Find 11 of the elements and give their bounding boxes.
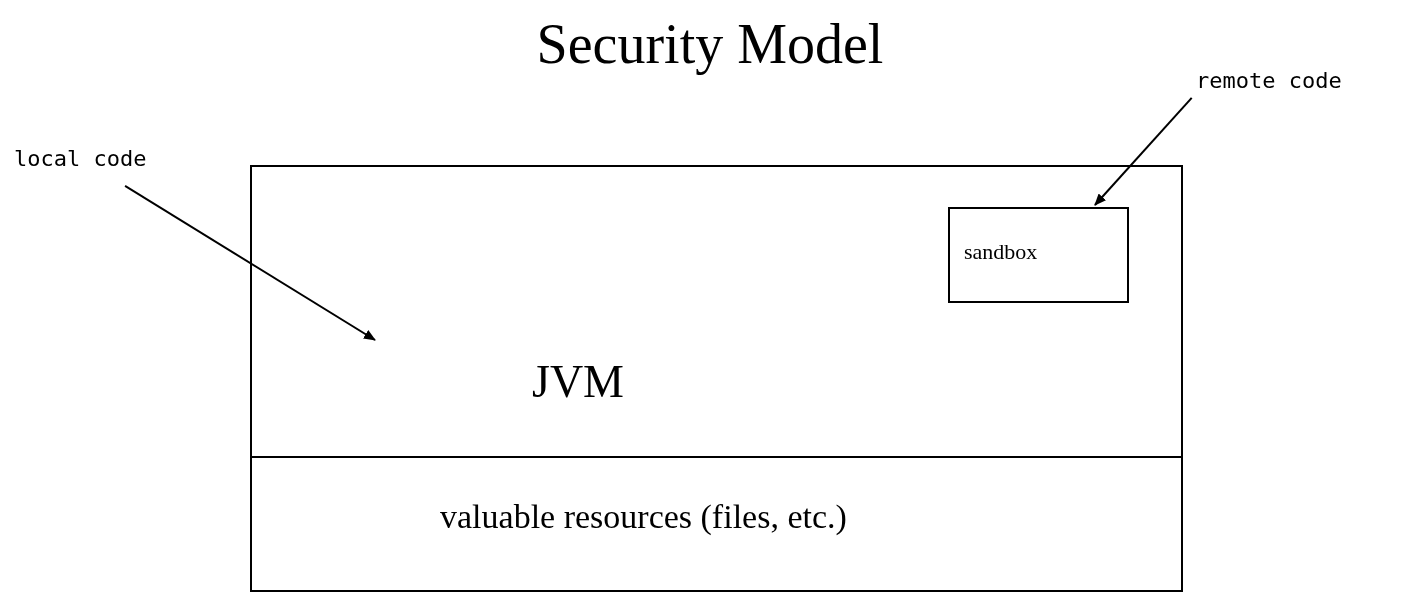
arrow	[124, 184, 376, 341]
diagram-title: Security Model	[535, 12, 885, 76]
node-label: valuable resources (files, etc.)	[440, 498, 847, 536]
code-label: local code	[14, 146, 147, 171]
code-label: remote code	[1196, 68, 1342, 93]
sandbox-box	[948, 207, 1129, 303]
node-label: JVM	[532, 355, 625, 408]
resources-box	[250, 456, 1183, 592]
arrow	[1093, 96, 1193, 206]
node-label: sandbox	[964, 239, 1038, 265]
jvm-box	[250, 165, 1183, 458]
